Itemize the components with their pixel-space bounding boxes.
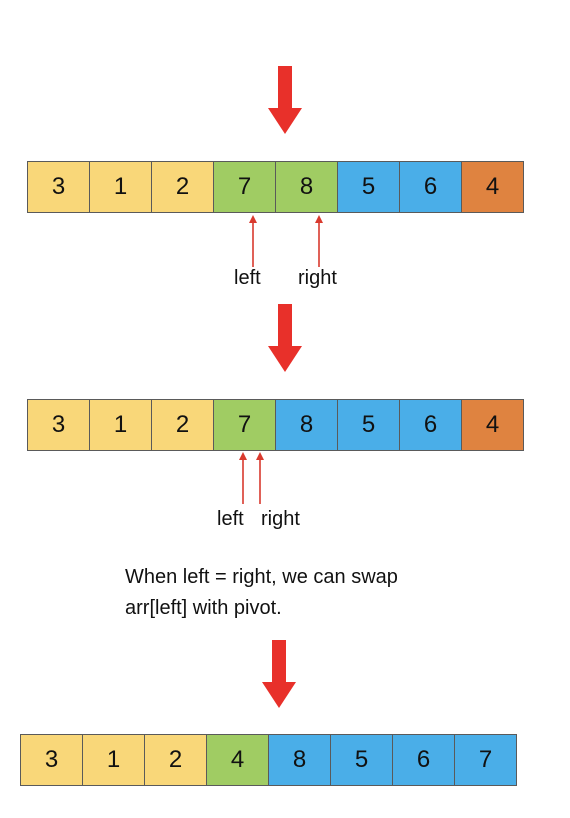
arrow-up-icon	[256, 452, 264, 504]
array-cell: 5	[337, 399, 400, 451]
array-cell: 6	[392, 734, 455, 786]
array-cell: 3	[20, 734, 83, 786]
left-pointer-label: left	[217, 508, 244, 530]
array-cell: 3	[27, 161, 90, 213]
note-line-1: When left = right, we can swap	[125, 566, 398, 588]
array-cell: 1	[89, 399, 152, 451]
arrow-up-icon	[249, 215, 257, 267]
array-cell: 3	[27, 399, 90, 451]
array-cell: 7	[454, 734, 517, 786]
arrow-down-icon	[268, 66, 302, 134]
array-cell: 6	[399, 161, 462, 213]
left-pointer-label: left	[234, 267, 261, 289]
array-cell: 4	[206, 734, 269, 786]
array-cell: 8	[268, 734, 331, 786]
array-cell: 2	[151, 161, 214, 213]
array-cell: 5	[330, 734, 393, 786]
array-cell: 4	[461, 399, 524, 451]
right-pointer-label: right	[261, 508, 300, 530]
array-cell: 8	[275, 161, 338, 213]
array-cell: 6	[399, 399, 462, 451]
array-cell: 4	[461, 161, 524, 213]
note-line-2: arr[left] with pivot.	[125, 597, 282, 619]
array-cell: 8	[275, 399, 338, 451]
array-cell: 2	[151, 399, 214, 451]
array-cell: 7	[213, 399, 276, 451]
array-cell: 5	[337, 161, 400, 213]
array-cell: 7	[213, 161, 276, 213]
arrow-up-icon	[315, 215, 323, 267]
array-cell: 2	[144, 734, 207, 786]
arrow-down-icon	[268, 304, 302, 372]
array-cell: 1	[82, 734, 145, 786]
arrow-up-icon	[239, 452, 247, 504]
arrow-down-icon	[262, 640, 296, 708]
explanation-note: When left = right, we can swap arr[left]…	[125, 562, 445, 624]
array-cell: 1	[89, 161, 152, 213]
right-pointer-label: right	[298, 267, 337, 289]
